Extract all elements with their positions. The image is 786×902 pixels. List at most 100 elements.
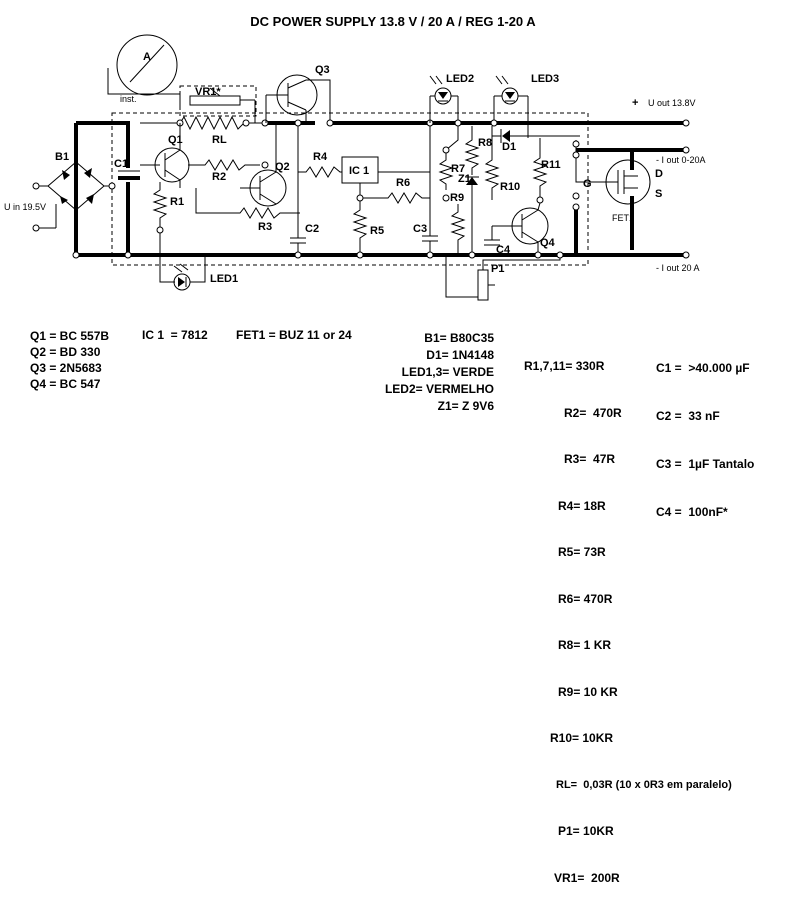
list-item: R9= 10 KR (558, 684, 618, 699)
list-item: R1,7,11= 330R (524, 359, 605, 373)
list-item: R8= 1 KR (558, 638, 612, 652)
list-item: B1= B80C35 (424, 331, 494, 345)
q1-label: Q1 (168, 134, 183, 146)
transistor-q2 (240, 123, 287, 207)
inst-label: inst. (120, 94, 137, 104)
i-out-reg-label: - I out 0-20A (656, 155, 706, 165)
capacitor-c3 (422, 123, 438, 255)
list-item: D1= 1N4148 (426, 348, 494, 362)
list-item: Q4 = BC 547 (30, 377, 101, 391)
negative-bus (76, 182, 686, 257)
schematic-diagram: DC POWER SUPPLY 13.8 V / 20 A / REG 1-20… (4, 14, 706, 301)
r1-label: R1 (170, 196, 184, 208)
list-item: P1= 10KR (558, 824, 614, 838)
r4-label: R4 (313, 151, 328, 163)
list-item: C4 = 100nF* (656, 505, 728, 519)
plus-label: + (632, 97, 638, 109)
semiconductor-list: B1= B80C35 D1= 1N4148 LED1,3= VERDE LED2… (384, 330, 494, 415)
resistor-r2 (188, 159, 260, 171)
resistor-r6 (363, 192, 430, 204)
r3-label: R3 (258, 221, 272, 233)
list-item: RL= 0,03R (10 x 0R3 em paralelo) (556, 778, 732, 791)
vr1-trimmer (189, 87, 256, 123)
transistor-q1 (140, 123, 190, 188)
list-item: C1 = >40.000 µF (656, 361, 750, 375)
potentiometer-p1 (445, 255, 561, 301)
diagram-title: DC POWER SUPPLY 13.8 V / 20 A / REG 1-20… (250, 14, 536, 29)
list-item: R3= 47R (564, 452, 616, 466)
z1-label: Z1 (458, 173, 471, 185)
list-item: LED2= VERMELHO (384, 382, 494, 396)
list-item: R6= 470R (558, 591, 613, 606)
list-item: R4= 18R (558, 498, 606, 513)
ic-spec: IC 1 = 7812 (142, 328, 208, 342)
list-item: Q1 = BC 557B (30, 329, 110, 343)
rl-label: RL (212, 134, 227, 146)
u-in-label: U in 19.5V (4, 202, 46, 212)
list-item: R2= 470R (564, 405, 622, 420)
r2-label: R2 (212, 171, 226, 183)
regulated-output-wires (574, 148, 686, 255)
r8-label: R8 (478, 137, 492, 149)
fet-g-pin: G (583, 178, 592, 190)
resistor-r4 (298, 166, 342, 178)
list-item: Q2 = BD 330 (30, 345, 101, 359)
shunt-resistor-rl (140, 115, 265, 131)
capacitor-c4 (484, 226, 500, 246)
r7-label: R7 (451, 163, 465, 175)
fet-s-pin: S (655, 188, 662, 200)
c3-label: C3 (413, 223, 427, 235)
transistor-q3 (265, 74, 331, 123)
fet-d-pin: D (655, 168, 663, 180)
led1-label: LED1 (210, 273, 238, 285)
q3-label: Q3 (315, 64, 330, 76)
list-item: Z1= Z 9V6 (437, 399, 494, 413)
list-item: Q3 = 2N5683 (30, 361, 102, 375)
capacitor-c1 (118, 170, 140, 180)
r11-label: R11 (541, 159, 561, 171)
r10-label: R10 (500, 181, 520, 193)
u-out-label: U out 13.8V (648, 98, 696, 108)
fet1-label: FET1 (612, 213, 634, 223)
fet-spec: FET1 = BUZ 11 or 24 (236, 328, 352, 342)
zener-z1 (465, 176, 479, 255)
resistor-r1 (152, 182, 168, 228)
led2 (429, 75, 459, 123)
list-item: R5= 73R (558, 545, 606, 559)
list-item: LED1,3= VERDE (401, 365, 494, 379)
ic1-label: IC 1 (349, 165, 369, 177)
q4-label: Q4 (540, 237, 556, 249)
led3 (493, 75, 529, 138)
r6-label: R6 (396, 177, 410, 189)
led3-label: LED3 (531, 73, 559, 85)
capacitor-c2 (290, 126, 306, 255)
list-item: R10= 10KR (550, 731, 614, 745)
resistor-r9 (450, 204, 466, 255)
ammeter (107, 34, 181, 110)
list-item: C2 = 33 nF (656, 409, 720, 423)
led1 (159, 255, 206, 291)
resistor-r7 (438, 126, 459, 190)
resistor-r8 (464, 126, 480, 175)
capacitor-list: C1 = >40.000 µF C2 = 33 nF C3 = 1µF Tant… (656, 328, 754, 536)
q2-label: Q2 (275, 161, 290, 173)
resistor-r10 (484, 126, 500, 200)
bridge-rectifier-b1 (32, 123, 116, 255)
r5-label: R5 (370, 225, 384, 237)
c4-label: C4 (496, 244, 511, 256)
d1-label: D1 (502, 141, 516, 153)
i-out-max-label: - I out 20 A (656, 263, 700, 273)
c2-label: C2 (305, 223, 319, 235)
resistor-r11 (532, 138, 548, 200)
list-item: C3 = 1µF Tantalo (656, 457, 755, 471)
vr1-label: VR1* (195, 86, 221, 98)
diode-d1 (492, 129, 580, 143)
c1-label: C1 (114, 158, 128, 170)
list-item: VR1= 200R (554, 870, 620, 885)
b1-label: B1 (55, 151, 69, 163)
resistor-r3 (195, 188, 300, 219)
ammeter-a-label: A (143, 51, 151, 63)
ic1-regulator (341, 156, 430, 198)
p1-label: P1 (491, 263, 504, 275)
transistor-list: Q1 = BC 557B Q2 = BD 330 Q3 = 2N5683 Q4 … (30, 328, 109, 392)
